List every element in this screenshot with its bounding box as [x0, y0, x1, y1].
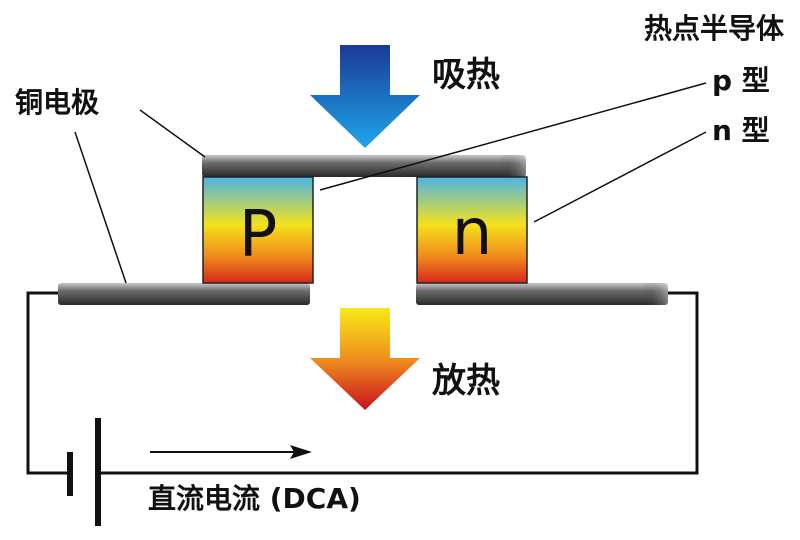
n-type-block [416, 176, 528, 284]
circuit-wire-right [98, 291, 699, 475]
bottom-electrode-shine [642, 283, 668, 305]
direct-current-label: 直流电流 (DCA) [148, 482, 361, 515]
n-type-leader [533, 131, 707, 223]
n-block-letter: n [452, 196, 493, 270]
bottom-right-copper-electrode [416, 283, 668, 305]
bottom-left-copper-electrode [58, 283, 310, 305]
copper-electrode-label: 铜电极 [15, 86, 99, 119]
top-electrode-shine [500, 155, 526, 177]
circuit-wire [26, 291, 70, 475]
p-type-leader [319, 82, 707, 191]
release-heat-label: 放热 [432, 361, 500, 401]
current-arrow-head [290, 445, 312, 459]
absorb-heat-arrow [310, 45, 420, 148]
p-block-letter: P [239, 198, 278, 272]
p-type-block [202, 176, 314, 284]
copper-electrode-leader-top [139, 109, 206, 158]
copper-electrode-leader-bottom [74, 131, 127, 284]
semiconductor-label: 热点半导体 [644, 12, 785, 45]
release-heat-arrow [310, 308, 420, 410]
absorb-heat-label: 吸热 [432, 55, 500, 95]
n-type-label: n 型 [712, 114, 770, 147]
top-copper-electrode [202, 155, 526, 177]
p-type-label: p 型 [712, 64, 770, 97]
